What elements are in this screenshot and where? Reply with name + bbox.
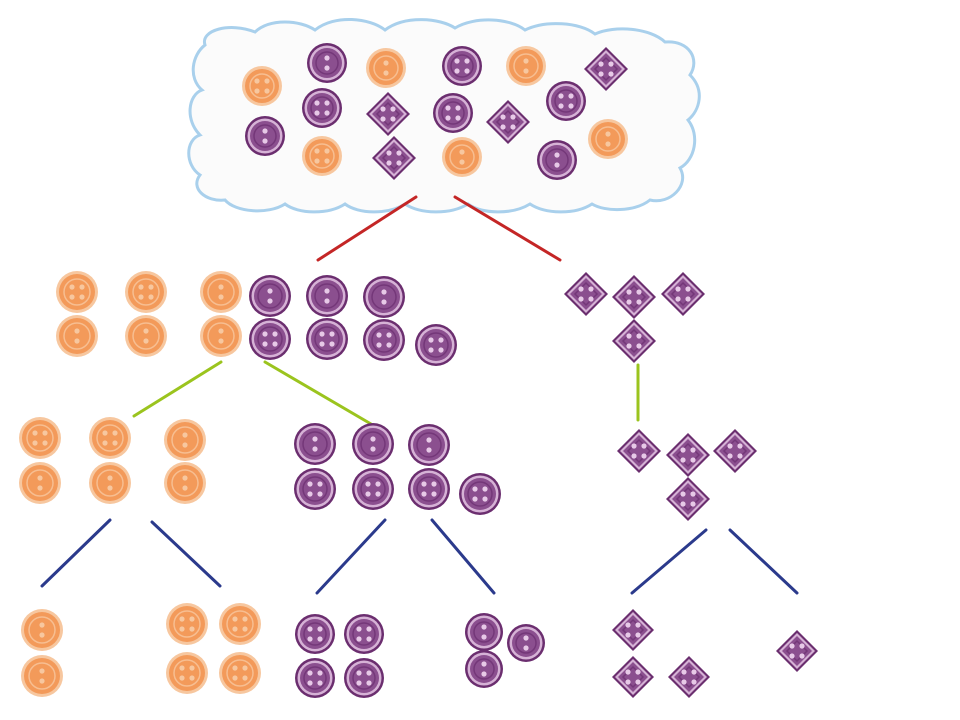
- purple-round-button: [245, 116, 285, 156]
- orange-round-button: [164, 419, 206, 461]
- branch-line: [132, 360, 223, 418]
- branch-line: [316, 195, 418, 262]
- purple-diamond-button: [372, 136, 416, 180]
- purple-round-button: [415, 324, 457, 366]
- purple-round-button: [363, 276, 405, 318]
- branch-line: [315, 518, 387, 595]
- orange-round-button: [21, 655, 63, 697]
- purple-round-button: [408, 468, 450, 510]
- branch-line: [728, 528, 799, 595]
- orange-round-button: [125, 271, 167, 313]
- purple-diamond-button: [612, 609, 654, 651]
- purple-round-button: [306, 318, 348, 360]
- purple-diamond-button: [486, 100, 530, 144]
- purple-round-button: [306, 275, 348, 317]
- orange-round-button: [366, 48, 406, 88]
- purple-round-button: [294, 423, 336, 465]
- purple-round-button: [459, 473, 501, 515]
- purple-round-button: [344, 614, 384, 654]
- orange-round-button: [242, 66, 282, 106]
- orange-round-button: [166, 603, 208, 645]
- branch-line: [630, 528, 708, 595]
- orange-round-button: [166, 652, 208, 694]
- buttons: [19, 43, 818, 698]
- orange-round-button: [21, 609, 63, 651]
- purple-round-button: [294, 468, 336, 510]
- orange-round-button: [56, 271, 98, 313]
- orange-round-button: [89, 462, 131, 504]
- orange-round-button: [164, 462, 206, 504]
- purple-round-button: [442, 46, 482, 86]
- purple-diamond-button: [612, 319, 656, 363]
- purple-diamond-button: [666, 477, 710, 521]
- purple-diamond-button: [564, 272, 608, 316]
- purple-round-button: [344, 658, 384, 698]
- purple-round-button: [408, 424, 450, 466]
- purple-diamond-button: [617, 429, 661, 473]
- purple-round-button: [307, 43, 347, 83]
- orange-round-button: [219, 603, 261, 645]
- orange-round-button: [89, 417, 131, 459]
- purple-diamond-button: [612, 656, 654, 698]
- purple-diamond-button: [666, 433, 710, 477]
- purple-round-button: [465, 650, 503, 688]
- purple-round-button: [465, 613, 503, 651]
- orange-round-button: [219, 652, 261, 694]
- purple-round-button: [295, 658, 335, 698]
- purple-round-button: [537, 140, 577, 180]
- branch-line: [430, 518, 496, 595]
- purple-round-button: [363, 319, 405, 361]
- purple-diamond-button: [584, 47, 628, 91]
- branch-line: [263, 360, 373, 426]
- purple-diamond-button: [366, 92, 410, 136]
- branch-lines: [40, 195, 799, 595]
- purple-round-button: [352, 468, 394, 510]
- orange-round-button: [19, 462, 61, 504]
- purple-round-button: [352, 423, 394, 465]
- orange-round-button: [200, 315, 242, 357]
- purple-diamond-button: [661, 272, 705, 316]
- purple-diamond-button: [612, 275, 656, 319]
- orange-round-button: [302, 136, 342, 176]
- branch-line: [150, 520, 222, 588]
- purple-round-button: [249, 275, 291, 317]
- orange-round-button: [56, 315, 98, 357]
- purple-diamond-button: [668, 656, 710, 698]
- orange-round-button: [442, 137, 482, 177]
- purple-diamond-button: [713, 429, 757, 473]
- purple-round-button: [433, 93, 473, 133]
- purple-round-button: [295, 614, 335, 654]
- orange-round-button: [588, 119, 628, 159]
- branch-line: [40, 518, 112, 588]
- orange-round-button: [125, 315, 167, 357]
- orange-round-button: [200, 271, 242, 313]
- orange-round-button: [506, 46, 546, 86]
- purple-diamond-button: [776, 630, 818, 672]
- purple-round-button: [249, 318, 291, 360]
- branch-line: [453, 195, 562, 262]
- orange-round-button: [19, 417, 61, 459]
- purple-round-button: [546, 81, 586, 121]
- purple-round-button: [302, 88, 342, 128]
- purple-round-button: [507, 624, 545, 662]
